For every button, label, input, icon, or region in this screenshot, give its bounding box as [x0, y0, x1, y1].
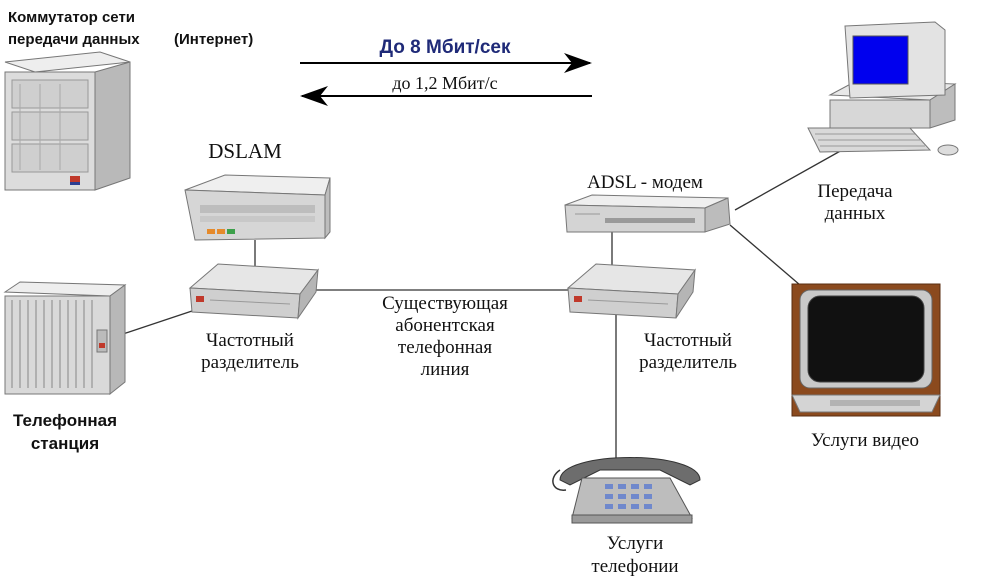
telephone-station-icon — [3, 281, 127, 396]
left-splitter-label-line1: Частотный — [206, 330, 294, 351]
adsl-modem-label: ADSL - модем — [587, 172, 703, 193]
right-splitter-label-line2: разделитель — [639, 352, 737, 373]
right-splitter-label-line1: Частотный — [644, 330, 732, 351]
upstream-speed-label: до 1,2 Мбит/с — [392, 73, 498, 93]
downstream-speed-label: До 8 Мбит/сек — [379, 37, 511, 58]
dslam-label: DSLAM — [208, 139, 282, 163]
telephony-services-label-line2: телефонии — [591, 556, 679, 577]
telephone-station-label-line1: Телефонная — [13, 411, 117, 430]
subscriber-line-label-line4: линия — [420, 359, 470, 380]
adsl-modem-icon — [564, 194, 731, 233]
right-splitter-icon — [566, 263, 696, 319]
station-splitter-line — [119, 309, 196, 336]
internet-label: (Интернет) — [174, 31, 254, 48]
telephone-station-label-line2: станция — [30, 434, 100, 453]
data-switch-rack-icon — [4, 51, 131, 191]
connection-lines — [119, 139, 861, 458]
telephony-services-label-line1: Услуги — [606, 533, 664, 554]
dslam-device-icon — [184, 174, 331, 241]
subscriber-line-label-line2: абонентская — [395, 315, 495, 336]
data-transfer-label-line2: данных — [824, 203, 886, 224]
video-services-label: Услуги видео — [810, 430, 920, 451]
data-transfer-label-line1: Передача — [817, 181, 893, 202]
switch-label-line2: передачи данных — [8, 31, 140, 48]
left-splitter-icon — [188, 263, 319, 320]
computer-icon — [807, 21, 959, 156]
subscriber-line-label-line3: телефонная — [397, 337, 493, 358]
switch-label-line1: Коммутатор сети — [8, 9, 136, 26]
tv-icon — [791, 283, 941, 417]
telephone-icon — [552, 457, 701, 524]
modem-tv-line — [729, 224, 801, 286]
subscriber-line-label-line1: Существующая — [382, 293, 508, 314]
left-splitter-label-line2: разделитель — [201, 352, 299, 373]
